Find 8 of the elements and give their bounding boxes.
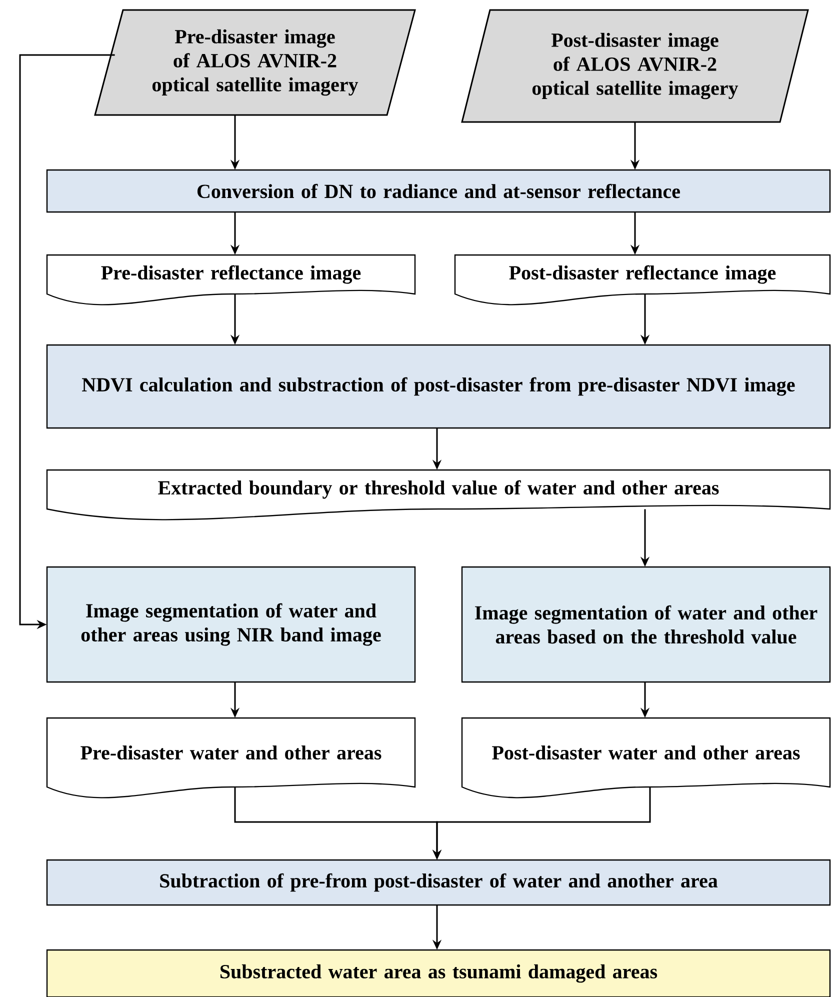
input-parallelogram: Pre-disaster image of ALOS AVNIR-2 optical satellite imagery	[94, 9, 416, 116]
process-box: Subtraction of pre-from post-disaster of water and another area	[46, 859, 831, 906]
process-box: NDVI calculation and substraction of post-disaster from pre-disaster NDVI image	[46, 344, 831, 429]
input-parallelogram: Post-disaster image of ALOS AVNIR-2 optical satellite imagery	[461, 9, 809, 123]
process-box: Substracted water area as tsunami damaged areas	[46, 949, 831, 997]
process-box: Image segmentation of water and other areas based on the threshold value	[461, 566, 831, 683]
process-box: Conversion of DN to radiance and at-sensor reflectance	[46, 169, 831, 213]
process-box: Image segmentation of water and other areas using NIR band image	[46, 566, 416, 683]
